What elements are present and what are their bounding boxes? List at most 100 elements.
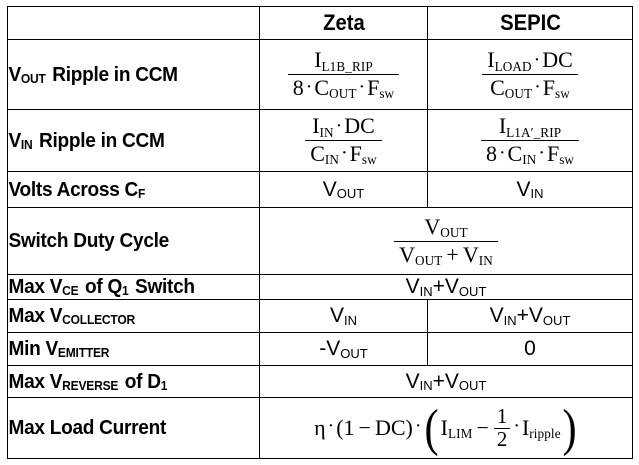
symbol-dot: · [358, 76, 366, 99]
subscript-in: IN [478, 252, 493, 268]
symbol-v: V [489, 304, 504, 327]
symbol-plus: + [446, 241, 459, 267]
symbol-dot: · [533, 48, 541, 71]
symbol-i: I [440, 415, 448, 440]
row-label-max-load-current: Max Load Current [7, 397, 243, 459]
symbol-lparen: ( [336, 415, 344, 440]
symbol-i: I [312, 113, 320, 139]
cell-zeta-vin-ripple: IIN·DC CIN·Fsw [259, 109, 428, 172]
label-sub-collector: COLLECTOR [61, 312, 135, 328]
header-label-cell [7, 6, 260, 40]
symbol-c: C [490, 75, 505, 100]
label-of-q: of Q [84, 275, 122, 299]
symbol-v: V [424, 213, 441, 239]
symbol-dot: · [414, 414, 422, 437]
fraction-denominator: VOUT+VIN [394, 240, 498, 268]
subscript-in: IN [324, 152, 340, 168]
symbol-eight: 8 [485, 141, 497, 166]
fraction-ilb-rip-over-8cout-fsw: IL1B_RIP 8·COUT·Fsw [287, 48, 400, 102]
fraction-numerator: IIN·DC [305, 114, 382, 140]
symbol-dc: DC [344, 113, 375, 139]
table-row: Switch Duty Cycle VOUT VOUT+VIN [7, 207, 633, 275]
label-sub-f: F [137, 185, 145, 201]
subscript-in: IN [419, 378, 433, 394]
fraction-numerator: 1 [496, 403, 508, 428]
subscript-out: OUT [415, 252, 443, 268]
table-row: Min VEMITTER -VOUT 0 [7, 332, 633, 366]
label-sub-1: 1 [121, 283, 128, 299]
subscript-out: OUT [336, 186, 365, 202]
symbol-dot: · [305, 76, 313, 99]
cell-merged-max-vreverse: VIN+VOUT [259, 365, 633, 398]
symbol-f: F [367, 75, 380, 100]
fraction-numerator: IL1B_RIP [288, 48, 399, 74]
fraction-numerator: ILOAD·DC [482, 48, 578, 74]
cell-zeta-max-vcollector: VIN [259, 299, 428, 333]
symbol-minus: - [319, 337, 327, 360]
fraction-il1a-rip-over-8cin-fsw: IL1A′_RIP 8·CIN·Fsw [480, 113, 580, 167]
subscript-in: IN [419, 283, 433, 299]
cell-merged-switch-duty-cycle: VOUT VOUT+VIN [259, 207, 633, 275]
term-ilim: ILIM [441, 415, 473, 441]
label-sub-in: IN [20, 136, 33, 152]
label-switch: Switch [134, 275, 195, 299]
label-volts-across-c: Volts Across C [7, 177, 138, 201]
symbol-dot: · [327, 414, 335, 437]
fraction-denominator: COUT·Fsw [482, 74, 578, 101]
symbol-v: V [405, 369, 420, 393]
symbol-rparen: ) [405, 415, 413, 440]
row-label-max-vcollector: Max VCOLLECTOR [7, 299, 243, 333]
fraction-vout-over-vout-plus-vin: VOUT VOUT+VIN [394, 213, 498, 268]
label-rest-ripple-ccm: Ripple in CCM [51, 62, 178, 86]
label-rest-ripple-ccm: Ripple in CCM [38, 128, 165, 152]
header-zeta: Zeta [265, 6, 422, 40]
fraction-denominator: 8·COUT·Fsw [287, 74, 400, 102]
symbol-i: I [521, 415, 530, 440]
symbol-plus: + [432, 369, 445, 393]
table-row: Max VCOLLECTOR VIN VIN+VOUT [7, 299, 633, 333]
row-label-switch-duty-cycle: Switch Duty Cycle [7, 207, 243, 275]
fraction-denominator: 8·CIN·Fsw [480, 140, 580, 167]
table-row: Volts Across CF VOUT VIN [7, 171, 633, 208]
subscript-sw: sw [361, 152, 377, 168]
label-max-v: Max V [7, 369, 62, 393]
label-max-v: Max V [7, 304, 62, 328]
symbol-dot: · [513, 414, 520, 437]
subscript-in: IN [343, 312, 358, 328]
subscript-out: OUT [504, 86, 533, 102]
term-iripple: Iripple [522, 415, 561, 441]
symbol-eight: 8 [292, 75, 304, 100]
label-sub-emitter: EMITTER [57, 345, 109, 361]
subscript-sw: sw [555, 86, 570, 102]
fraction-iin-dc-over-cin-fsw: IIN·DC CIN·Fsw [305, 114, 382, 167]
symbol-i: I [314, 47, 322, 73]
subscript-out: OUT [340, 345, 368, 361]
cell-sepic-vout-ripple: ILOAD·DC COUT·Fsw [427, 39, 633, 110]
symbol-plus: + [432, 275, 445, 298]
subscript-in: IN [319, 124, 334, 140]
subscript-out: OUT [329, 86, 357, 102]
subscript-ripple: ripple [529, 426, 561, 442]
symbol-eta: η [314, 415, 326, 440]
label-v-vin: V [7, 128, 21, 152]
label-min-v: Min V [7, 337, 58, 361]
cell-sepic-volts-across-cf: VIN [427, 171, 633, 208]
fraction-denominator: CIN·Fsw [305, 140, 382, 167]
symbol-i: I [498, 113, 507, 139]
subscript-in: IN [503, 312, 517, 328]
symbol-v: V [326, 337, 341, 360]
symbol-v: V [462, 241, 479, 267]
symbol-dot: · [341, 142, 348, 165]
row-label-volts-across-cf: Volts Across CF [7, 171, 243, 208]
subscript-lim: LIM [448, 426, 473, 442]
label-v-vout: V [7, 62, 21, 86]
subscript-load: LOAD [494, 58, 532, 74]
